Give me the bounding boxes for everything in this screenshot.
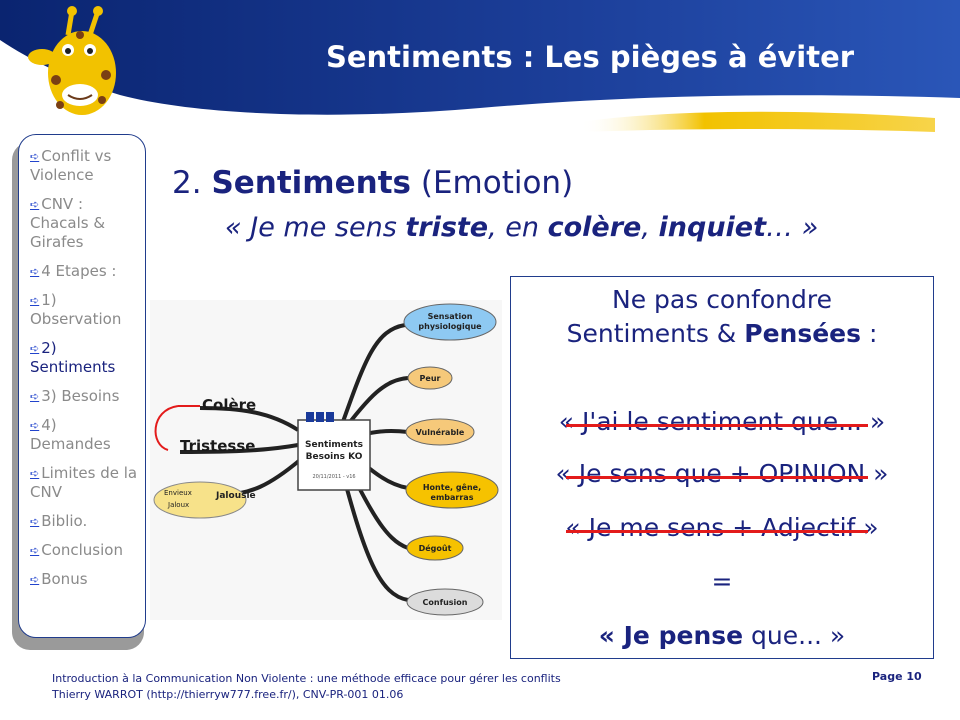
giraffe-logo [20, 5, 125, 120]
section-heading: 2. Sentiments (Emotion) [172, 165, 574, 201]
arrow-right-icon: ➪ [30, 544, 40, 557]
strike-line-2 [566, 476, 868, 479]
statement-me-sens: « Je me sens + Adjectif » [565, 513, 879, 542]
equals-sign: = [711, 567, 733, 596]
arrow-right-icon: ➪ [30, 342, 40, 355]
nav-item-demandes[interactable]: ➪4) Demandes [30, 416, 111, 453]
strike-line-3 [566, 530, 868, 533]
nav-item-conclusion[interactable]: ➪Conclusion [30, 541, 123, 559]
nav-item-4-etapes[interactable]: ➪4 Etapes : [30, 262, 117, 280]
sidebar-nav: ➪Conflit vs Violence ➪CNV : Chacals & Gi… [18, 134, 146, 638]
mindmap-node-colere: Colère [202, 396, 256, 414]
arrow-right-icon: ➪ [30, 265, 40, 278]
box-title-line1: Ne pas confondre [612, 285, 832, 314]
mindmap-node-confusion: Confusion [423, 598, 468, 607]
mindmap-node-jaloux: Jaloux [167, 501, 189, 509]
arrow-right-icon: ➪ [30, 515, 40, 528]
page-number: Page 10 [872, 670, 922, 683]
footer-line-1: Introduction à la Communication Non Viol… [52, 672, 561, 685]
nav-item-conflit[interactable]: ➪Conflit vs Violence [30, 147, 112, 184]
mindmap-node-tristesse: Tristesse [180, 437, 255, 455]
statement-sens-que: « Je sens que + OPINION » [555, 459, 889, 488]
header-banner [0, 0, 960, 150]
nav-item-cnv[interactable]: ➪CNV : Chacals & Girafes [30, 195, 106, 251]
statement-je-pense: « Je pense que... » [598, 621, 846, 650]
mindmap-node-peur: Peur [420, 374, 441, 383]
mindmap-node-vulnerable: Vulnérable [416, 427, 465, 437]
mindmap-node-jalousie: Jalousie [215, 491, 256, 501]
nav-item-besoins[interactable]: ➪3) Besoins [30, 387, 120, 405]
mindmap-node-honte: Honte, gêne,embarras [423, 482, 481, 502]
strike-line-1 [566, 424, 868, 427]
nav-item-bonus[interactable]: ➪Bonus [30, 570, 88, 588]
nav-item-sentiments[interactable]: ➪2) Sentiments [30, 339, 116, 376]
statement-sentiment-que: « J'ai le sentiment que... » [558, 407, 886, 436]
arrow-right-icon: ➪ [30, 294, 40, 307]
arrow-right-icon: ➪ [30, 419, 40, 432]
mindmap-node-envieux: Envieux [164, 489, 192, 497]
arrow-right-icon: ➪ [30, 573, 40, 586]
comparison-box: Ne pas confondre Sentiments & Pensées : … [510, 276, 934, 659]
slide-title: Sentiments : Les pièges à éviter [325, 40, 855, 74]
mindmap-center-meta: 20/11/2011 - v16 [312, 474, 355, 480]
box-title-line2: Sentiments & Pensées : [566, 319, 878, 348]
example-quote: « Je me sens triste, en colère, inquiet…… [225, 212, 819, 243]
arrow-right-icon: ➪ [30, 390, 40, 403]
arrow-right-icon: ➪ [30, 150, 40, 163]
nav-item-biblio[interactable]: ➪Biblio. [30, 512, 88, 530]
mindmap-node-degout: Dégoût [419, 543, 452, 553]
arrow-right-icon: ➪ [30, 198, 40, 211]
footer-line-2: Thierry WARROT (http://thierryw777.free.… [52, 688, 404, 701]
nav-item-observation[interactable]: ➪1) Observation [30, 291, 122, 328]
nav-item-limites[interactable]: ➪Limites de la CNV [30, 464, 138, 501]
arrow-right-icon: ➪ [30, 467, 40, 480]
